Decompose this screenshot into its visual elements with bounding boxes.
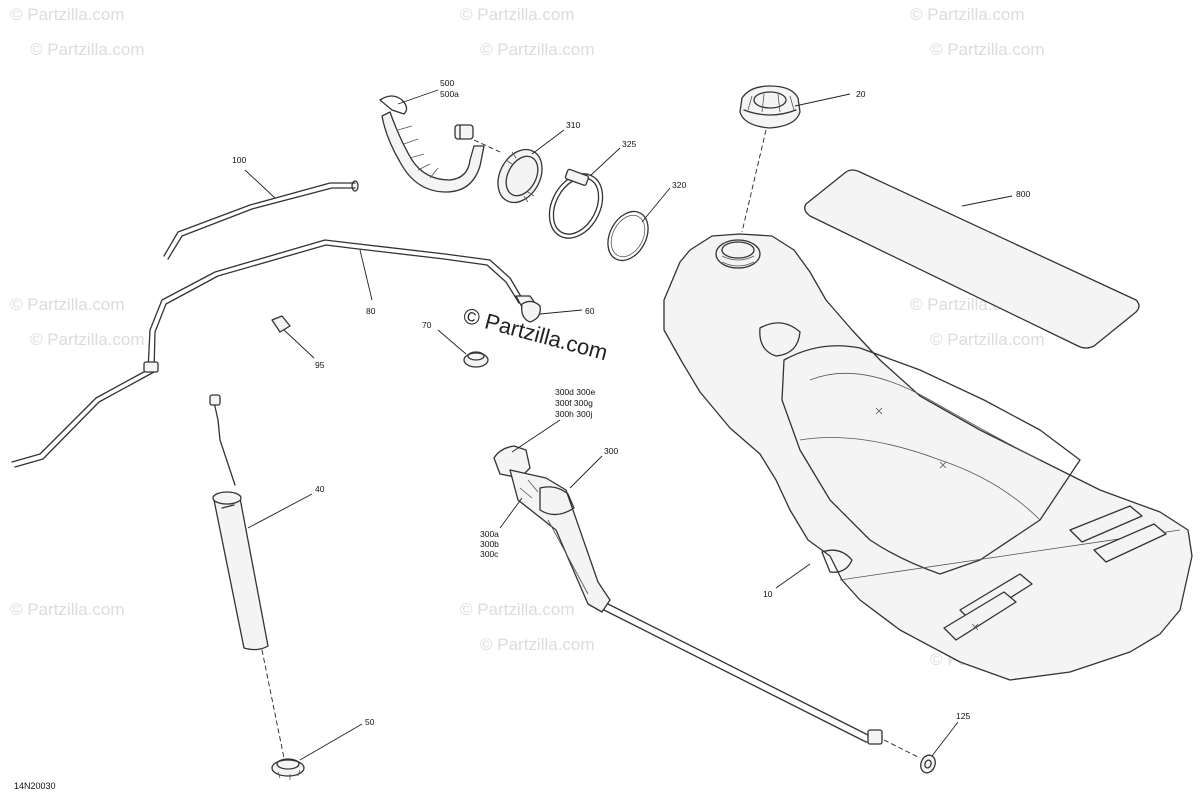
- part-20-filler-cap: 20: [739, 85, 866, 233]
- watermark: © Partzilla.com: [480, 635, 595, 654]
- part-80-fuel-line: 80: [11, 239, 541, 468]
- callout-325: 325: [622, 139, 636, 149]
- callout-20: 20: [856, 89, 866, 99]
- watermark: © Partzilla.com: [30, 330, 145, 349]
- part-320-gasket: 320: [607, 180, 686, 262]
- part-50-plug: 50: [271, 717, 375, 780]
- watermark: © Partzilla.com: [910, 5, 1025, 24]
- part-100-tube: 100: [163, 155, 359, 260]
- callout-50: 50: [365, 717, 375, 727]
- part-40-level-sensor: 40: [209, 394, 325, 759]
- callout-300h-300j: 300h 300j: [555, 409, 592, 419]
- callout-500a: 500a: [440, 89, 459, 99]
- drawing-code: 14N20030: [14, 781, 56, 791]
- watermark: © Partzilla.com: [10, 5, 125, 24]
- part-70-grommet: 70: [422, 320, 489, 368]
- watermark: © Partzilla.com: [10, 295, 125, 314]
- watermark: © Partzilla.com: [480, 40, 595, 59]
- watermark: © Partzilla.com: [460, 5, 575, 24]
- part-125-washer: 125: [883, 711, 970, 774]
- callout-10: 10: [763, 589, 773, 599]
- callout-125: 125: [956, 711, 970, 721]
- callout-80: 80: [366, 306, 376, 316]
- part-10-fuel-tank: 10: [663, 233, 1193, 681]
- callout-300f-300g: 300f 300g: [555, 398, 593, 408]
- callout-300d-300e: 300d 300e: [555, 387, 595, 397]
- callout-40: 40: [315, 484, 325, 494]
- callout-100: 100: [232, 155, 246, 165]
- watermark: © Partzilla.com: [930, 330, 1045, 349]
- watermark: © Partzilla.com: [460, 600, 575, 619]
- part-500-vent-hose: 500 500a: [379, 78, 501, 193]
- callout-70: 70: [422, 320, 432, 330]
- part-95-clip: 95: [271, 315, 325, 370]
- callout-320: 320: [672, 180, 686, 190]
- part-60-connector: 60: [521, 300, 595, 323]
- watermark: © Partzilla.com: [30, 40, 145, 59]
- callout-60: 60: [585, 306, 595, 316]
- callout-300b: 300b: [480, 539, 499, 549]
- part-300-fuel-pump: 300d 300e 300f 300g 300h 300j 300 300a 3…: [480, 387, 883, 745]
- callout-500: 500: [440, 78, 454, 88]
- part-310-locking-ring: 310: [497, 120, 580, 204]
- callout-300a: 300a: [480, 529, 499, 539]
- callout-300c: 300c: [480, 549, 499, 559]
- callout-300: 300: [604, 446, 618, 456]
- part-325-clamp: 325: [548, 139, 636, 239]
- part-800-pad: 800: [804, 169, 1140, 349]
- callout-310: 310: [566, 120, 580, 130]
- watermark: © Partzilla.com: [10, 600, 125, 619]
- callout-95: 95: [315, 360, 325, 370]
- callout-800: 800: [1016, 189, 1030, 199]
- watermark: © Partzilla.com: [930, 40, 1045, 59]
